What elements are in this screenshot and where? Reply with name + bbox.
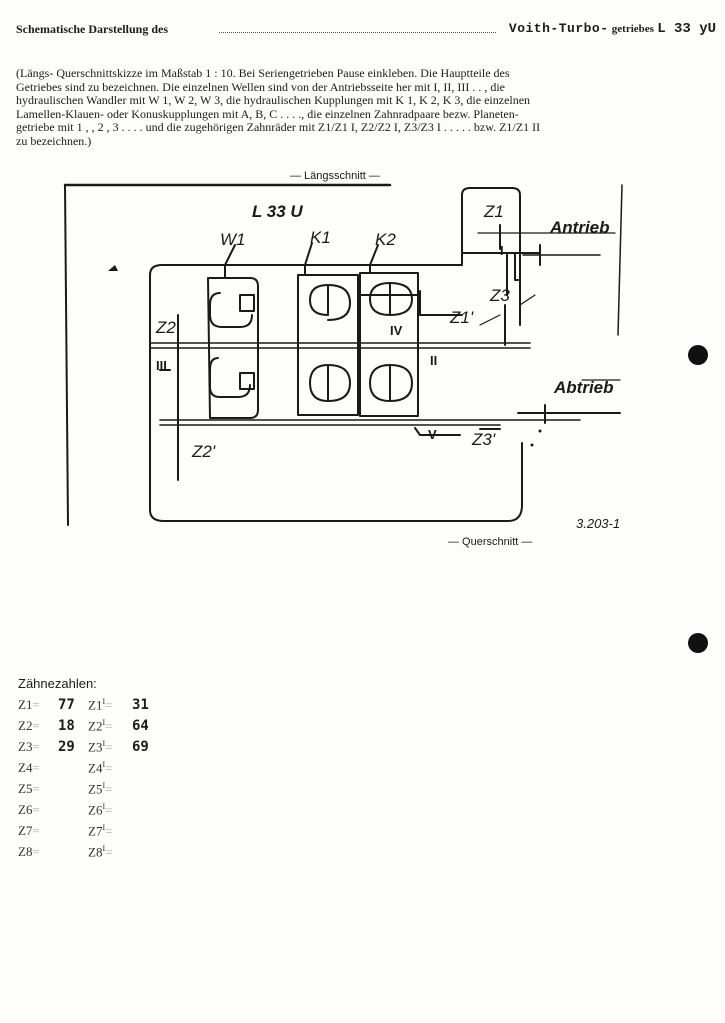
label-shaft-v: V (428, 427, 437, 442)
header-model: L 33 yU (657, 21, 716, 37)
label-z3-prime: Z3' (471, 430, 496, 449)
gear-count: 29 (58, 739, 75, 755)
instruction-line: zu bezeichnen.) (16, 133, 92, 148)
header-left-title: Schematische Darstellung des (16, 22, 168, 36)
gear-prime-count: 31 (132, 697, 149, 713)
gear-prime-label: Z6I= (88, 802, 113, 818)
label-shaft-iii: III (156, 358, 167, 373)
gear-prime-label: Z3I= (88, 739, 113, 755)
teeth-row: Z4= Z4I= (18, 760, 238, 781)
teeth-row: Z7= Z7I= (18, 823, 238, 844)
laengsschnitt-caption: — Längsschnitt — (290, 170, 380, 182)
teeth-row: Z2= 18 Z2I= 64 (18, 718, 238, 739)
teeth-row: Z8= Z8I= (18, 844, 238, 865)
instructions-paragraph: (Längs- Querschnittskizze im Maßstab 1 :… (16, 66, 664, 149)
gear-label: Z1= (18, 697, 40, 712)
label-antrieb: Antrieb (549, 218, 610, 237)
header-printed-word: getriebes (611, 23, 654, 35)
gear-prime-label: Z4I= (88, 760, 113, 776)
teeth-row: Z5= Z5I= (18, 781, 238, 802)
header-typed-name: Voith-Turbo- (508, 21, 609, 36)
label-z3: Z3 (489, 286, 510, 305)
gear-prime-label: Z8I= (88, 844, 113, 860)
punch-hole (688, 345, 708, 365)
instruction-line: (Längs- Querschnittskizze im Maßstab 1 :… (16, 66, 510, 80)
gear-label: Z7= (18, 823, 40, 838)
gear-label: Z8= (18, 844, 40, 859)
teeth-row: Z1= 77 Z1I= 31 (18, 697, 238, 718)
gear-label: Z2= (18, 718, 40, 733)
label-shaft-iv: IV (390, 323, 403, 338)
label-shaft-ii: II (430, 353, 437, 368)
teeth-heading: Zähnezahlen: (18, 676, 97, 691)
schematic-svg: — Längsschnitt — L 33 U W1 K1 K2 Z1 Antr… (63, 170, 623, 548)
header-right-title: Voith-Turbo- getriebes L 33 yU (509, 20, 716, 37)
label-z1-prime: Z1' (449, 308, 474, 327)
drawing-number: 3.203-1 (576, 516, 620, 531)
gear-label: Z6= (18, 802, 40, 817)
gear-prime-label: Z1I= (88, 697, 113, 713)
gearbox-schematic: — Längsschnitt — L 33 U W1 K1 K2 Z1 Antr… (60, 165, 660, 555)
gear-prime-count: 69 (132, 739, 149, 755)
teeth-row: Z6= Z6I= (18, 802, 238, 823)
gear-count: 77 (58, 697, 75, 713)
gear-label: Z3= (18, 739, 40, 754)
teeth-row: Z3= 29 Z3I= 69 (18, 739, 238, 760)
instruction-line: hydraulischen Wandler mit W 1, W 2, W 3,… (16, 93, 531, 108)
page-header: Schematische Darstellung des Voith-Turbo… (16, 20, 716, 44)
gear-label: Z4= (18, 760, 40, 775)
label-shaft-i: I (500, 243, 504, 258)
instruction-line: getriebe mit 1 , , 2 , 3 . . . . und die… (16, 120, 541, 135)
header-dotted-line (219, 32, 496, 33)
gear-prime-label: Z5I= (88, 781, 113, 797)
instruction-line: Lamellen-Klauen- oder Konuskupplungen mi… (16, 106, 519, 121)
model-label: L 33 U (252, 202, 303, 221)
teeth-count-table: Zähnezahlen: Z1= 77 Z1I= 31 Z2= 18 Z2I= … (18, 676, 238, 865)
label-z2: Z2 (155, 318, 176, 337)
label-abtrieb: Abtrieb (553, 378, 614, 397)
label-k2: K2 (375, 230, 396, 249)
instruction-line: Getriebes sind zu bezeichnen. Die einzel… (16, 79, 505, 94)
label-z1: Z1 (483, 202, 504, 221)
gear-label: Z5= (18, 781, 40, 796)
punch-hole (688, 633, 708, 653)
gear-prime-count: 64 (132, 718, 149, 734)
gear-prime-label: Z7I= (88, 823, 113, 839)
label-w1: W1 (220, 230, 246, 249)
label-z2-prime: Z2' (191, 442, 216, 461)
querschnitt-caption: — Querschnitt — (448, 536, 532, 548)
gear-count: 18 (58, 718, 75, 734)
label-k1: K1 (310, 228, 331, 247)
gear-prime-label: Z2I= (88, 718, 113, 734)
